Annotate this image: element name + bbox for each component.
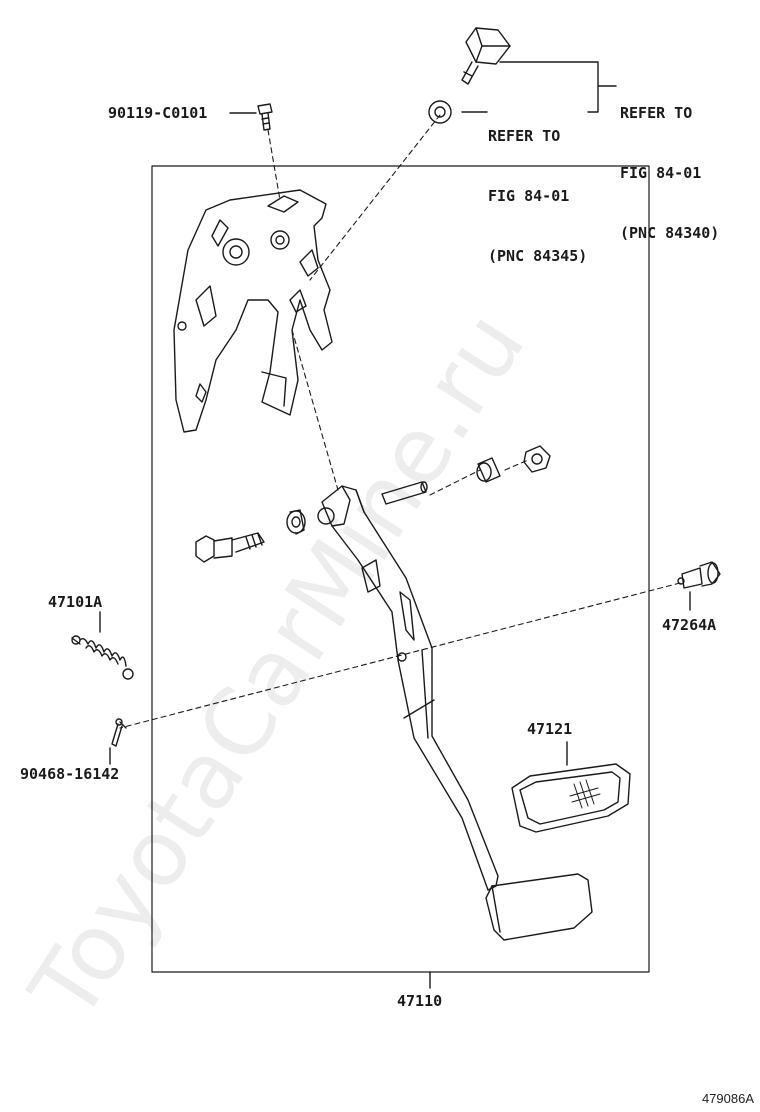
spring-part xyxy=(71,635,134,680)
leader-84340 xyxy=(499,61,599,113)
part-label-bolt: 90119-C0101 xyxy=(108,104,208,122)
part-label-spring: 47101A xyxy=(48,593,103,611)
pin-part xyxy=(677,561,721,589)
part-label-pin: 47264A xyxy=(662,616,717,634)
part-label-pedal-pad: 47121 xyxy=(527,720,573,738)
clip-part xyxy=(111,718,127,747)
ref-84345-line3: (PNC 84345) xyxy=(488,247,588,265)
bracket-part xyxy=(173,189,333,433)
pedal-pad-on-arm xyxy=(485,873,593,941)
ref-84345-line2: FIG 84-01 xyxy=(488,187,570,205)
pedal-arm xyxy=(317,485,499,891)
part-label-clip: 90468-16142 xyxy=(20,765,120,783)
ref-84340-line2: FIG 84-01 xyxy=(620,164,702,182)
collar-right xyxy=(476,457,501,483)
ref-84340-line1: REFER TO xyxy=(620,104,693,122)
reference-note-84345: REFER TO FIG 84-01 (PNC 84345) xyxy=(488,86,587,286)
bushing-left xyxy=(286,509,306,535)
reference-note-84340: REFER TO FIG 84-01 (PNC 84340) xyxy=(620,63,719,263)
part-label-pedal-assembly: 47110 xyxy=(397,992,443,1010)
sleeve-pin xyxy=(381,481,428,505)
bolt-part xyxy=(257,103,273,131)
switch-part xyxy=(461,27,511,85)
figure-id: 479086A xyxy=(701,1091,754,1106)
nut-part xyxy=(428,100,452,124)
ref-84340-line3: (PNC 84340) xyxy=(620,224,720,242)
through-bolt xyxy=(195,532,265,563)
ref-84345-line1: REFER TO xyxy=(488,127,561,145)
nut-right xyxy=(523,445,551,473)
pedal-pad-part xyxy=(511,763,631,833)
